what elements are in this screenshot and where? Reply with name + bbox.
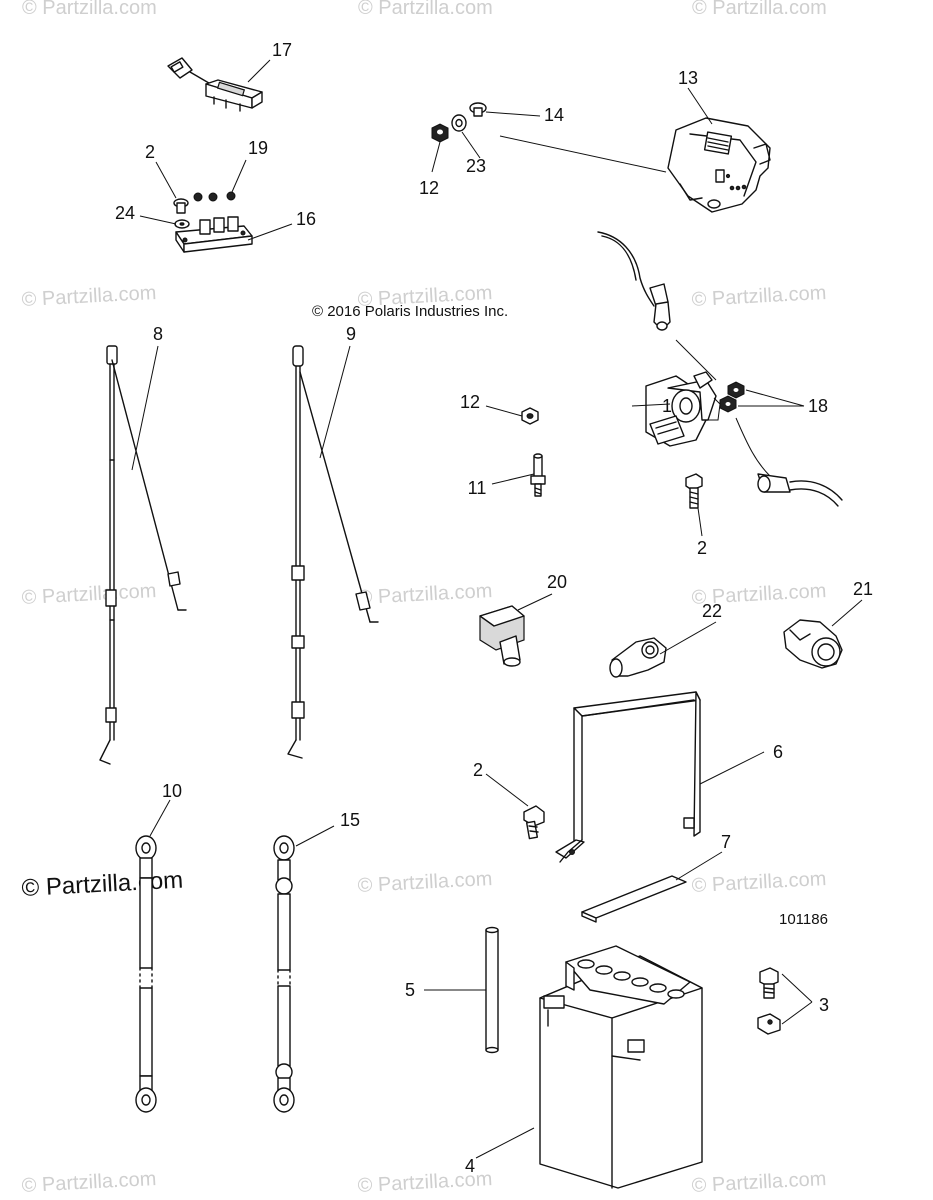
callout-13: 13: [678, 68, 698, 88]
callout-18: 18: [808, 396, 828, 416]
watermark: © Partzilla.com: [692, 0, 827, 19]
part-2-bolt-mid: [685, 473, 703, 509]
part-10-cable: [135, 835, 157, 1113]
callout-22: 22: [702, 601, 722, 621]
part-6-bracket: [555, 691, 701, 863]
callout-6: 6: [773, 742, 783, 762]
part-21-boot: [783, 619, 843, 669]
part-22-boot: [609, 637, 667, 678]
callout-12-top: 12: [419, 178, 439, 198]
callout-2-bottom: 2: [473, 760, 483, 780]
watermark: © Partzilla.com: [22, 0, 157, 19]
watermark: © Partzilla.com: [21, 580, 157, 609]
part-13-fuse-box: [667, 117, 771, 213]
callout-15: 15: [340, 810, 360, 830]
part-5-tube: [485, 926, 499, 1054]
part-12-nut-top: [431, 123, 449, 143]
part-18-nuts: [719, 381, 745, 413]
callout-10: 10: [162, 781, 182, 801]
watermark: © Partzilla.com: [21, 282, 157, 311]
part-2-bolt-bottom: [523, 805, 545, 840]
callout-17: 17: [272, 40, 292, 60]
callout-20: 20: [547, 572, 567, 592]
part-9-cable: [287, 345, 379, 759]
watermark: © Partzilla.com: [21, 1168, 157, 1197]
part-19-nuts: [193, 191, 236, 202]
watermark: © Partzilla.com: [691, 1168, 827, 1197]
callout-24: 24: [115, 203, 135, 223]
callout-5: 5: [405, 980, 415, 1000]
watermark: © Partzilla.com: [358, 0, 493, 19]
callout-9: 9: [346, 324, 356, 344]
part-11-stud: [530, 453, 546, 497]
part-23-washer: [451, 114, 467, 132]
part-24-washer: [174, 219, 190, 229]
part-17-key-tether: [167, 57, 263, 112]
leader-lines: [131, 59, 863, 1159]
watermark: © Partzilla.com: [357, 868, 493, 897]
callout-7: 7: [721, 832, 731, 852]
callout-4: 4: [465, 1156, 475, 1176]
watermark: © Partzilla.com: [357, 580, 493, 609]
callout-21: 21: [853, 579, 873, 599]
callout-1: 1: [662, 396, 672, 416]
part-8-cable: [99, 345, 187, 765]
part-4-battery: [539, 945, 703, 1189]
callout-12-mid: 12: [460, 392, 480, 412]
part-15-cable: [273, 835, 295, 1113]
callout-23: 23: [466, 156, 486, 176]
part-2-screw-top: [173, 198, 189, 214]
callout-14: 14: [544, 105, 564, 125]
part-3-bolt-nut: [757, 967, 781, 1035]
callout-8: 8: [153, 324, 163, 344]
watermark: © Partzilla.com: [21, 867, 184, 902]
part-7-pad: [581, 875, 687, 923]
part-14-screw: [469, 102, 487, 117]
callout-3: 3: [819, 995, 829, 1015]
figure-id: 101186: [779, 911, 828, 928]
part-1-solenoid: [597, 231, 843, 507]
callout-2-mid: 2: [697, 538, 707, 558]
callout-16: 16: [296, 209, 316, 229]
copyright-text: © 2016 Polaris Industries Inc.: [312, 303, 508, 320]
part-20-boot: [479, 605, 525, 667]
callout-11: 11: [468, 478, 487, 498]
watermark: © Partzilla.com: [691, 282, 827, 311]
part-16-terminal-block: [175, 216, 253, 253]
watermark: © Partzilla.com: [691, 868, 827, 897]
callout-19: 19: [248, 138, 268, 158]
part-12-nut-mid: [521, 407, 539, 425]
callout-2-top: 2: [145, 142, 155, 162]
callouts: 1 2 2 2 3 4 5 6 7 8 9 10 11 12 12 13 14 …: [115, 40, 873, 1176]
